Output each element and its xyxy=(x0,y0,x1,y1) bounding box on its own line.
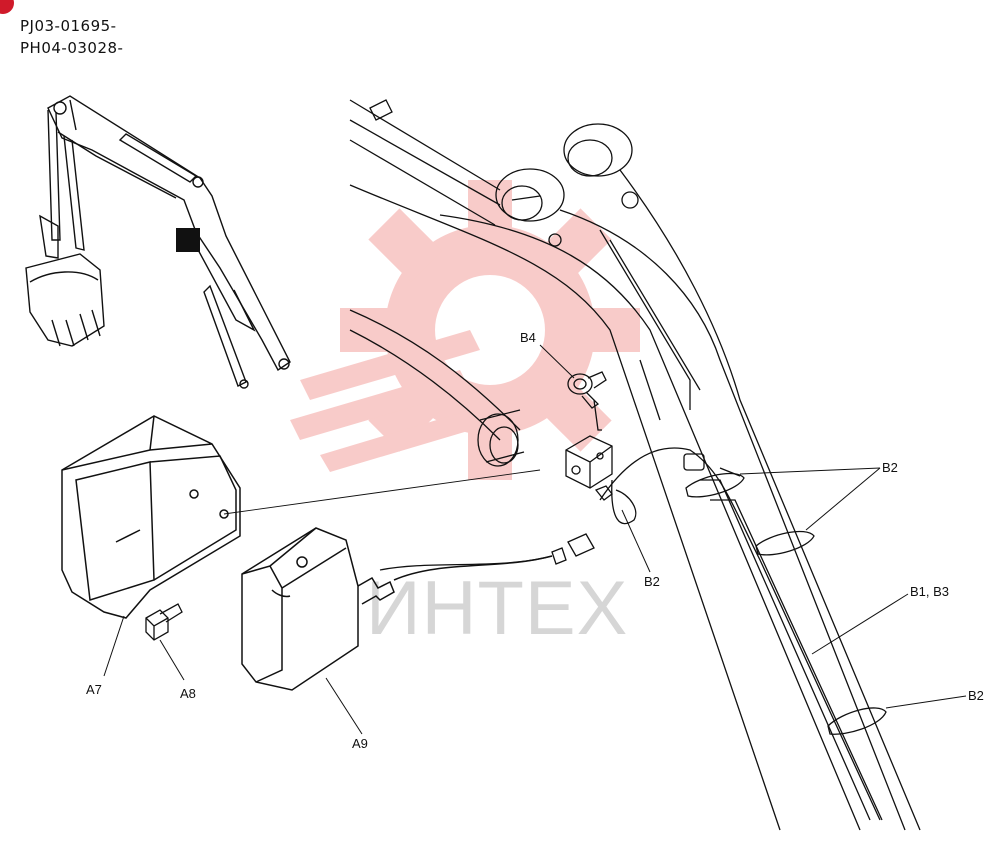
serial-range-1: PJ03-01695- xyxy=(20,17,117,35)
callout-a9: A9 xyxy=(352,736,368,751)
work-lamp-a9 xyxy=(241,527,553,691)
cable-clamp-middle xyxy=(755,530,815,556)
leader-b2-top-b xyxy=(805,467,881,531)
leader-b1b3 xyxy=(811,593,909,655)
callout-a8: A8 xyxy=(180,686,196,701)
section-badge xyxy=(0,0,14,14)
callout-b4: B4 xyxy=(520,330,536,345)
leader-b2-mid xyxy=(621,509,651,573)
assembly-line xyxy=(223,469,541,515)
leader-a7 xyxy=(103,615,125,677)
serial-range-2: PH04-03028- xyxy=(20,39,124,57)
leader-a9 xyxy=(325,677,363,735)
callout-b2-top: B2 xyxy=(882,460,898,475)
callout-a7: A7 xyxy=(86,682,102,697)
lamp-bracket xyxy=(565,435,613,489)
watermark-logo xyxy=(290,180,640,480)
cable-clamp-upper xyxy=(683,453,745,498)
callout-b2-mid: B2 xyxy=(644,574,660,589)
highlighted-lamp-location xyxy=(176,228,200,252)
leader-b2-top-a xyxy=(739,467,881,475)
leader-a8 xyxy=(159,639,185,681)
boom-arm xyxy=(349,99,921,831)
watermark-text: ИНТЕХ xyxy=(366,566,628,651)
callout-b1b3: B1, B3 xyxy=(910,584,949,599)
excavator-overview xyxy=(25,95,291,389)
clip-b4 xyxy=(567,371,607,431)
bolt-a8 xyxy=(145,603,183,641)
leader-b4 xyxy=(539,344,575,379)
cable-clamp-lower xyxy=(827,707,887,735)
callout-b2-low: B2 xyxy=(968,688,984,703)
lamp-guard-a7 xyxy=(61,415,241,619)
leader-b2-low xyxy=(885,695,967,709)
